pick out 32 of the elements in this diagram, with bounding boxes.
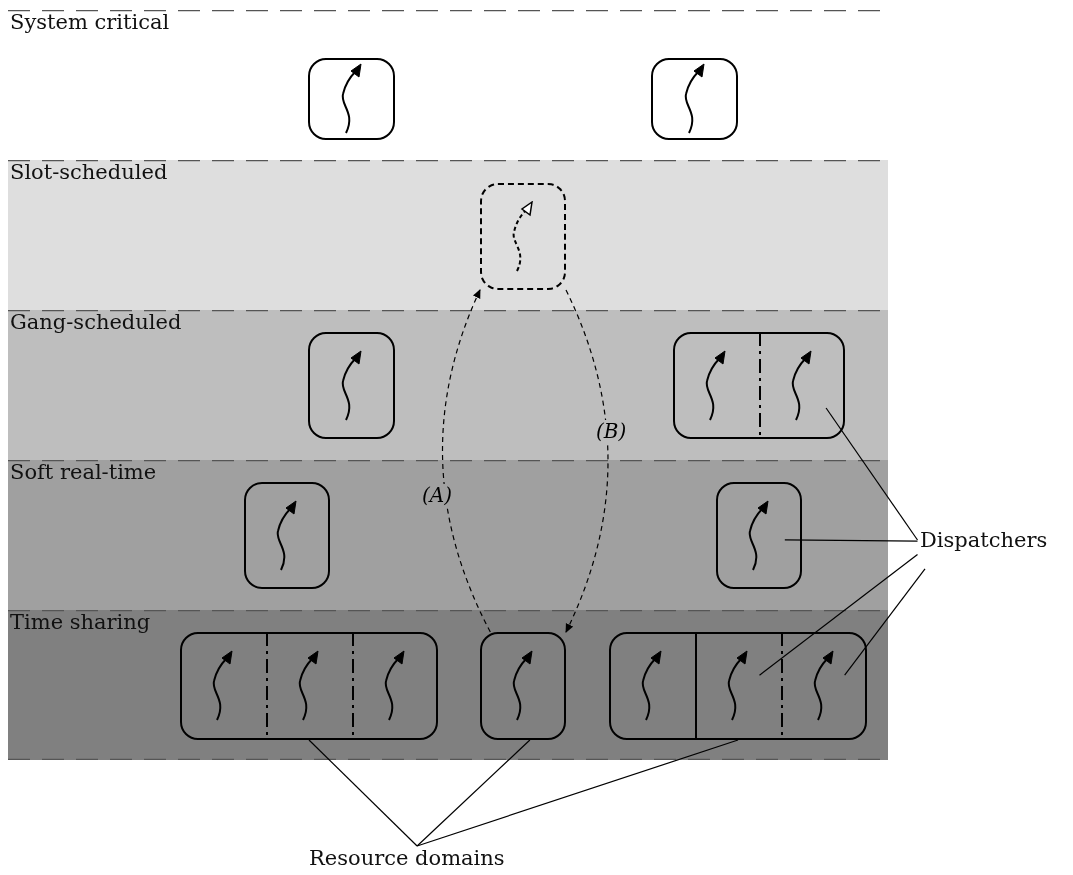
domain-box [308, 332, 395, 439]
domain-box [609, 632, 867, 740]
layer-band [8, 460, 888, 610]
domain-box [180, 632, 438, 740]
arrow [442, 289, 491, 633]
leader-line [844, 568, 926, 676]
edge-label: (B) [595, 420, 628, 442]
edge-label: (A) [421, 484, 454, 506]
dispatchers-label: Dispatchers [920, 528, 1048, 552]
dotted-domain-box [480, 183, 566, 290]
layer-label: Slot-scheduled [10, 160, 168, 184]
leader-line [416, 739, 531, 847]
domain-box [308, 58, 395, 140]
leader-line [825, 407, 919, 541]
leader-line [416, 739, 739, 847]
layer-label: System critical [10, 10, 170, 34]
layer-label: Gang-scheduled [10, 310, 182, 334]
resource-domains-label: Resource domains [309, 846, 505, 870]
domain-box [480, 632, 566, 740]
leader-line [308, 739, 418, 847]
arrow [565, 289, 609, 633]
layer-band [8, 610, 888, 760]
domain-box [651, 58, 738, 140]
layer-label: Soft real-time [10, 460, 157, 484]
layer-band [8, 310, 888, 460]
leader-line [784, 539, 919, 542]
domain-box [716, 482, 802, 589]
layer-label: Time sharing [10, 610, 151, 634]
layer-band [8, 160, 888, 310]
domain-box [673, 332, 845, 439]
domain-box [244, 482, 330, 589]
leader-line [758, 553, 919, 676]
